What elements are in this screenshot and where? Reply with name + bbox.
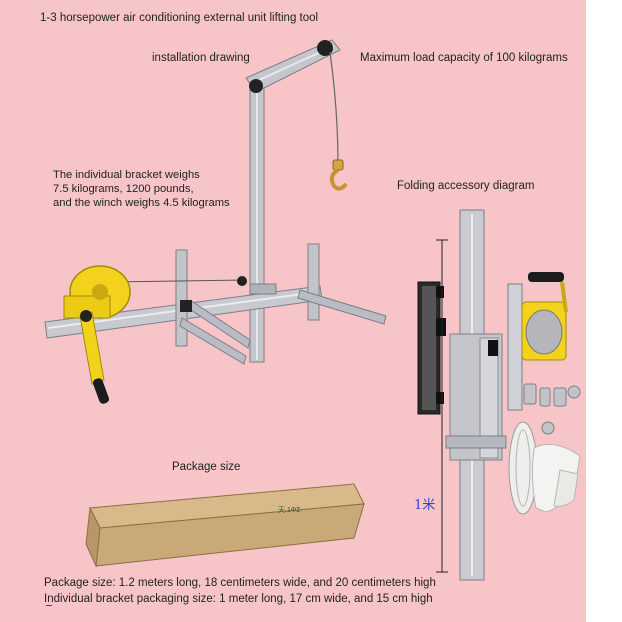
text-cursor [46, 605, 52, 606]
right-margin [586, 0, 622, 622]
hook-icon [329, 159, 348, 191]
folding-caption: Folding accessory diagram [397, 180, 535, 192]
product-illustration: 天.1ΦΣ [44, 39, 581, 581]
winch [63, 265, 131, 404]
pulley-icon [249, 79, 263, 93]
package-box: 天.1ΦΣ [85, 483, 365, 568]
bracket-note: Individual bracket packaging size: 1 met… [44, 593, 433, 605]
measure-mark: 1米 [414, 498, 436, 513]
package-size-title: Package size [172, 461, 241, 473]
title: 1-3 horsepower air conditioning external… [40, 12, 319, 24]
box-label: 天.1ΦΣ [278, 506, 301, 514]
installation-caption: installation drawing [152, 52, 250, 64]
weight-caption: The individual bracket weighs 7.5 kilogr… [53, 168, 253, 210]
winch-handle-icon [79, 310, 110, 404]
weight-line-2: 7.5 kilograms, 1200 pounds, [53, 183, 194, 195]
max-load-caption: Maximum load capacity of 100 kilograms [360, 52, 568, 64]
weight-line-1: The individual bracket weighs [53, 169, 200, 181]
weight-line-3: and the winch weighs 4.5 kilograms [53, 197, 230, 209]
glove-icon [531, 443, 581, 513]
package-note: Package size: 1.2 meters long, 18 centim… [44, 577, 436, 589]
folding-accessories [417, 209, 581, 581]
